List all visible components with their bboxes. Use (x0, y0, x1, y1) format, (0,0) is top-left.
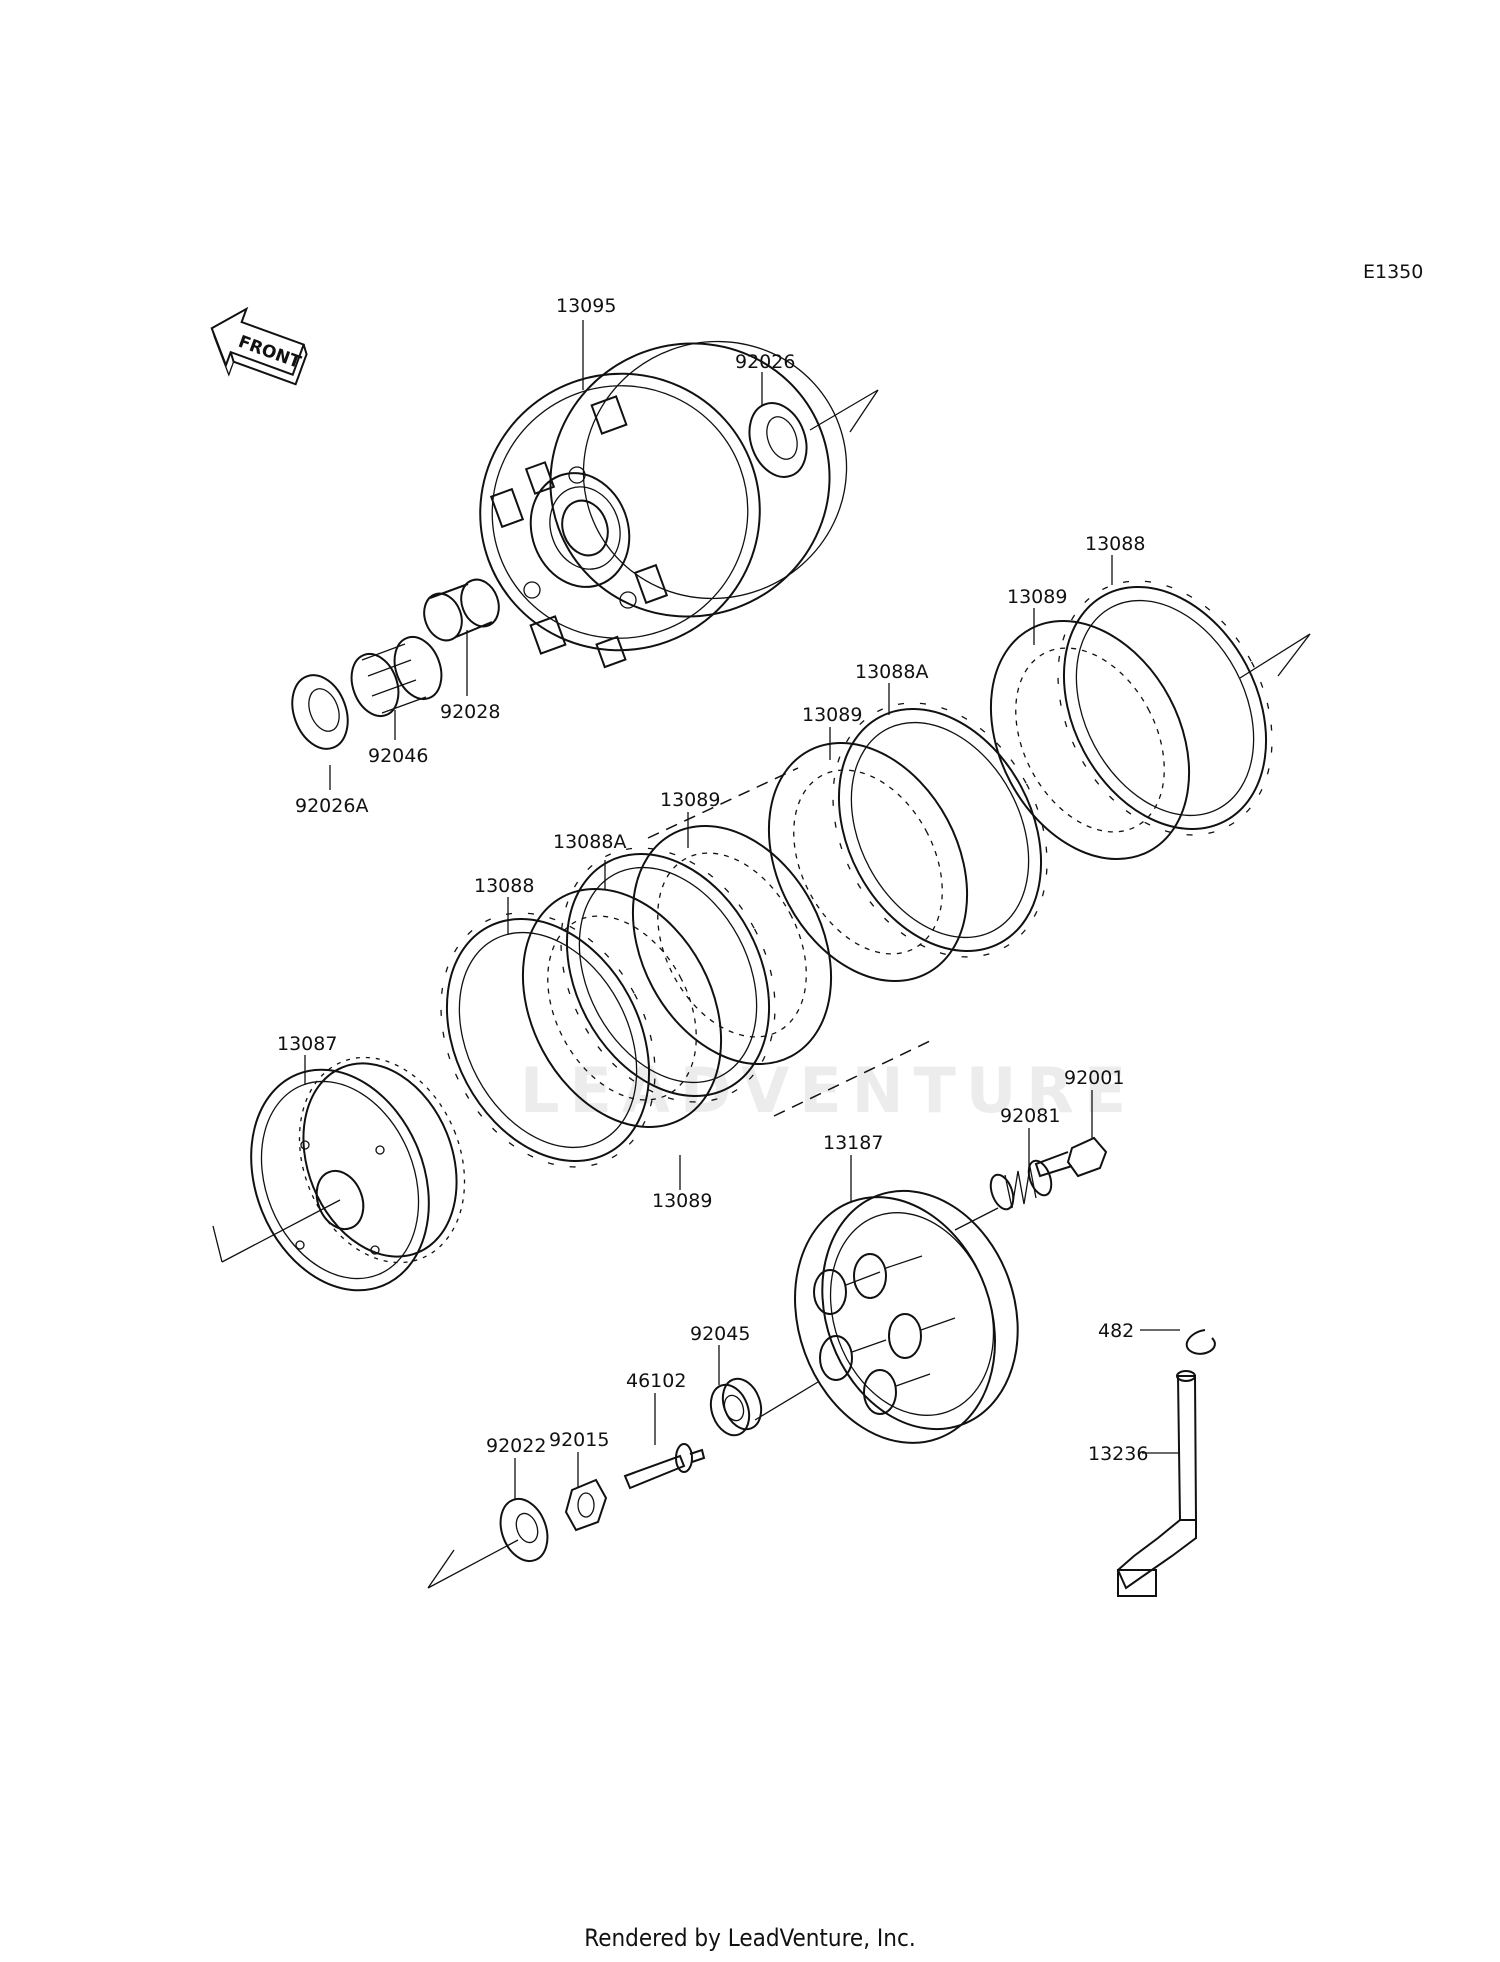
release-shaft-13236-drawing (1116, 1370, 1198, 1597)
steel-plate-13089-bottom-drawing (521, 887, 723, 1129)
label-92022: 92022 (486, 1435, 546, 1457)
sleeve-92028-drawing (423, 578, 500, 642)
friction-plate-13088a-left-drawing (560, 847, 776, 1103)
axis-arrow-right (1239, 633, 1311, 679)
label-13089-bottom: 13089 (652, 1190, 712, 1212)
label-13187: 13187 (823, 1132, 883, 1154)
steel-plate-13089-top-drawing (989, 619, 1191, 861)
label-13236: 13236 (1088, 1443, 1148, 1465)
nut-92015-drawing (564, 1478, 608, 1532)
axis-arrow-bottom (427, 1539, 519, 1589)
friction-plate-13088-left-drawing (440, 912, 656, 1168)
circlip-482-drawing (1185, 1329, 1216, 1355)
label-92026: 92026 (735, 351, 795, 373)
watermark: LEADVENTURE (520, 1054, 1136, 1127)
label-92026a: 92026A (295, 795, 368, 817)
label-13095: 13095 (556, 295, 616, 317)
axis-line-bearing (754, 1381, 819, 1421)
washer-92026a-drawing (291, 674, 349, 750)
label-482: 482 (1098, 1320, 1134, 1342)
label-13089-top: 13089 (1007, 586, 1067, 608)
label-13088-top: 13088 (1085, 533, 1145, 555)
label-13088-left: 13088 (474, 875, 534, 897)
steel-plate-13089-left-drawing (631, 824, 833, 1066)
label-92028: 92028 (440, 701, 500, 723)
label-92015: 92015 (549, 1429, 609, 1451)
front-arrow-icon: FRONT (210, 306, 308, 386)
pressure-plate-13187-drawing (794, 1189, 1019, 1444)
label-13089-mid: 13089 (802, 704, 862, 726)
steel-plate-13089-mid-drawing (767, 741, 969, 983)
clutch-housing-drawing (479, 340, 848, 669)
part-labels: 13095 92026 92028 92046 92026A 13088 130… (277, 295, 1148, 1465)
label-13088a-top: 13088A (855, 661, 928, 683)
label-46102: 46102 (626, 1370, 686, 1392)
push-rod-46102-drawing (623, 1443, 706, 1490)
clutch-hub-drawing (250, 1056, 466, 1292)
alignment-line-upper (647, 767, 799, 839)
washer-92022-drawing (499, 1498, 549, 1562)
label-92046: 92046 (368, 745, 428, 767)
label-92045: 92045 (690, 1323, 750, 1345)
label-13089-left: 13089 (660, 789, 720, 811)
spring-92081-drawing (989, 1159, 1053, 1211)
label-92081: 92081 (1000, 1105, 1060, 1127)
footer-credit: Rendered by LeadVenture, Inc. (584, 1924, 916, 1952)
label-13087: 13087 (277, 1033, 337, 1055)
label-13088a-left: 13088A (553, 831, 626, 853)
bolt-92001-drawing (1034, 1136, 1108, 1178)
spring-leader (954, 1207, 999, 1231)
needle-bearing-92046-drawing (350, 636, 443, 717)
label-92001: 92001 (1064, 1067, 1124, 1089)
leader-lines (304, 320, 1180, 1500)
washer-92026-drawing (748, 402, 808, 478)
diagram-code: E1350 (1363, 261, 1423, 283)
hub-assembly-arrow (212, 1199, 341, 1263)
alignment-line-lower (773, 1039, 933, 1117)
axis-arrow-top (809, 389, 879, 433)
ball-bearing-92045-drawing (709, 1377, 763, 1437)
